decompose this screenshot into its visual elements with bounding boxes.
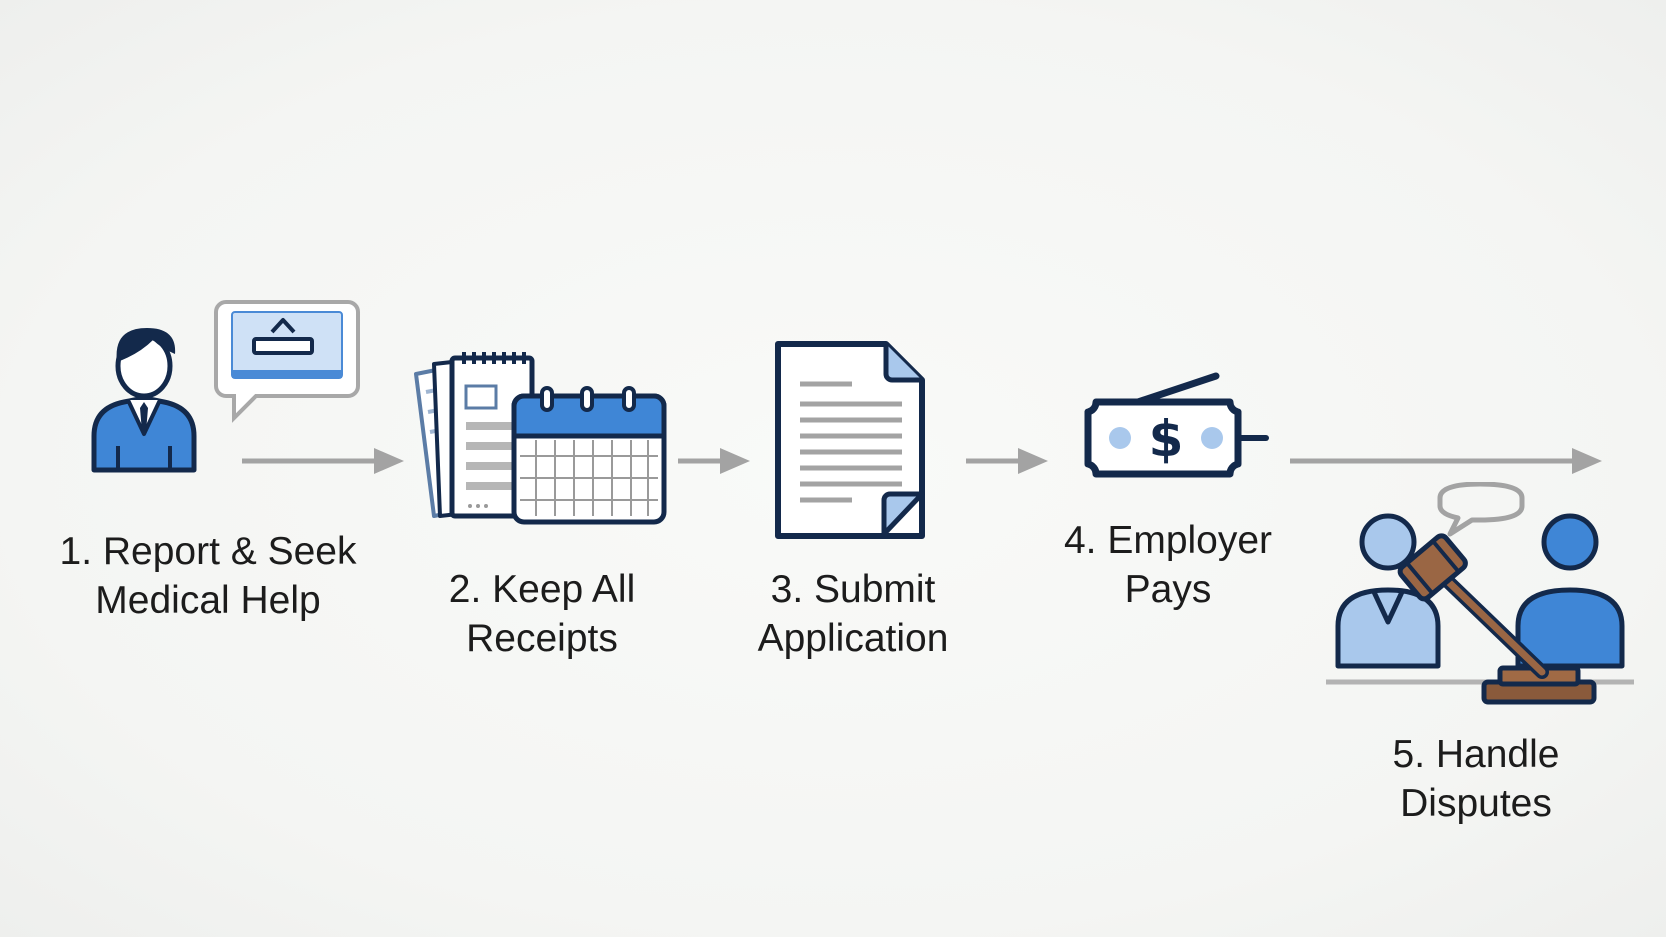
step-5-label: 5. Handle Disputes <box>1354 730 1598 828</box>
step-1-label-line2: Medical Help <box>95 579 321 622</box>
step-4-label-line2: Pays <box>1124 568 1212 611</box>
arrow-2-to-3 <box>678 448 750 474</box>
step-5-label-line2: Disputes <box>1400 782 1552 825</box>
step-3-label-line1: 3. Submit <box>770 568 936 611</box>
arrow-3-to-4 <box>966 448 1048 474</box>
step-3-label-line2: Application <box>757 617 949 660</box>
receipts-calendar-icon <box>414 352 667 525</box>
svg-text:$: $ <box>1149 410 1184 468</box>
step-1-label-line1: 1. Report & Seek <box>59 530 357 573</box>
money-bill-icon: $ <box>1084 372 1269 478</box>
step-2-label-line2: Receipts <box>466 617 618 660</box>
step-4-label: 4. Employer Pays <box>1046 516 1290 614</box>
employee-reporting-icon <box>91 300 360 473</box>
step-2-label-line1: 2. Keep All <box>448 568 636 611</box>
arrow-4-to-5 <box>1290 448 1602 474</box>
step-3-label: 3. Submit Application <box>722 565 984 663</box>
step-4-label-line1: 4. Employer <box>1063 519 1273 562</box>
step-5-label-line1: 5. Handle <box>1392 733 1560 776</box>
step-2-label: 2. Keep All Receipts <box>420 565 664 663</box>
arrow-1-to-2 <box>242 448 404 474</box>
step-1-label: 1. Report & Seek Medical Help <box>38 527 378 625</box>
document-icon <box>775 341 925 539</box>
dispute-gavel-icon <box>1326 482 1634 705</box>
